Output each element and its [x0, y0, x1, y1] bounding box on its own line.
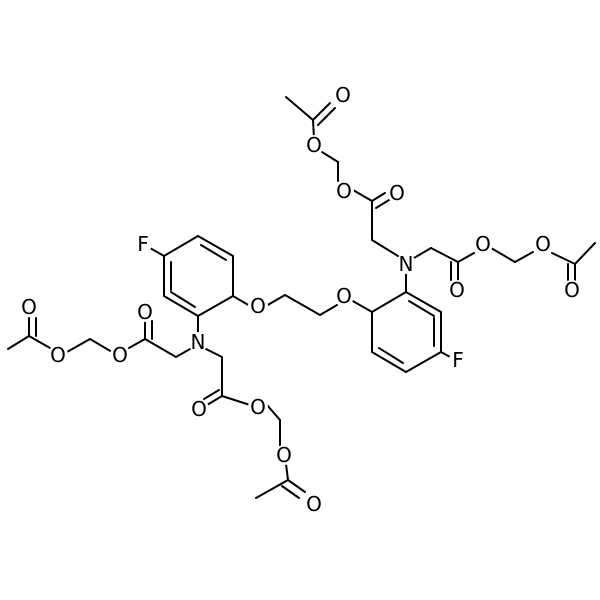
bond	[287, 479, 306, 493]
bond-inner	[378, 347, 404, 364]
bond	[197, 235, 234, 257]
svg-text:O: O	[535, 232, 551, 256]
bond	[197, 295, 234, 317]
oxygen-atom: O	[387, 181, 407, 205]
oxygen-atom: O	[135, 300, 155, 324]
bond	[371, 351, 407, 373]
svg-text:O: O	[112, 343, 128, 367]
bond	[221, 395, 251, 406]
bond	[205, 348, 223, 358]
oxygen-atom: O	[562, 278, 582, 302]
bond	[514, 251, 534, 263]
bond	[375, 199, 390, 209]
svg-text:F: F	[452, 348, 464, 372]
svg-text:N: N	[191, 330, 206, 354]
oxygen-atom: O	[334, 284, 354, 308]
bond	[312, 102, 331, 121]
bond	[551, 252, 576, 265]
bond	[430, 247, 459, 263]
nitrogen-atom: N	[396, 252, 416, 276]
svg-text:F: F	[137, 232, 149, 256]
bond	[574, 242, 596, 265]
bond	[144, 338, 177, 358]
bond	[175, 348, 191, 358]
bond	[28, 335, 51, 349]
bond	[163, 235, 199, 257]
svg-text:N: N	[399, 252, 414, 276]
bond	[203, 389, 220, 400]
oxygen-atom: O	[533, 232, 553, 256]
bond	[255, 479, 289, 499]
oxygen-atom: O	[304, 492, 324, 516]
svg-text:O: O	[250, 395, 266, 419]
nitrogen-atom: N	[188, 330, 208, 354]
oxygen-atom: O	[334, 179, 354, 203]
bond-inner	[408, 300, 435, 317]
bond	[281, 485, 300, 499]
bond	[371, 291, 407, 313]
fluorine-atom: F	[449, 348, 467, 372]
bond	[405, 291, 442, 313]
bonds	[7, 96, 596, 499]
bond	[350, 299, 373, 313]
bond	[319, 304, 338, 316]
bond	[7, 335, 30, 350]
svg-text:O: O	[306, 133, 322, 157]
atom-labels: F F O O N N O O	[19, 83, 582, 516]
bond	[285, 96, 314, 121]
oxygen-atom: O	[248, 294, 268, 318]
oxygen-atom: O	[333, 83, 353, 107]
svg-text:O: O	[191, 397, 207, 421]
svg-text:O: O	[336, 284, 352, 308]
oxygen-atom: O	[473, 232, 493, 256]
bond	[163, 295, 199, 317]
svg-text:O: O	[276, 443, 292, 467]
bond	[284, 294, 321, 316]
oxygen-atom: O	[304, 133, 324, 157]
oxygen-atom: O	[19, 295, 39, 319]
bond	[266, 404, 281, 421]
bond	[371, 192, 386, 202]
bond	[149, 247, 165, 257]
svg-text:O: O	[336, 179, 352, 203]
svg-text:O: O	[306, 492, 322, 516]
svg-text:O: O	[137, 300, 153, 324]
bond	[321, 151, 339, 163]
oxygen-atom: O	[189, 397, 209, 421]
bond	[128, 338, 146, 349]
bond	[317, 107, 336, 126]
bond	[413, 247, 432, 259]
svg-text:O: O	[250, 294, 266, 318]
bond-inner	[200, 244, 227, 261]
bond	[405, 351, 442, 373]
svg-text:O: O	[389, 181, 405, 205]
svg-text:O: O	[449, 278, 465, 302]
bond	[352, 189, 373, 202]
bond	[66, 338, 91, 353]
svg-text:O: O	[475, 232, 491, 256]
oxygen-atom: O	[248, 395, 268, 419]
bond	[490, 247, 516, 263]
bond	[457, 252, 475, 263]
bond	[206, 395, 223, 406]
svg-text:O: O	[21, 295, 37, 319]
oxygen-atom: O	[110, 343, 130, 367]
oxygen-atom: O	[274, 443, 294, 467]
bond	[371, 239, 399, 257]
fluorine-atom: F	[134, 232, 152, 256]
bond	[89, 338, 113, 353]
oxygen-atom: O	[447, 278, 467, 302]
svg-text:O: O	[335, 83, 351, 107]
bond	[232, 295, 251, 307]
bond	[265, 294, 286, 307]
bond	[285, 463, 289, 481]
oxygen-atom: O	[48, 343, 68, 367]
svg-text:O: O	[564, 278, 580, 302]
bond	[312, 119, 315, 139]
bond-inner	[170, 291, 196, 308]
svg-text:O: O	[50, 343, 66, 367]
